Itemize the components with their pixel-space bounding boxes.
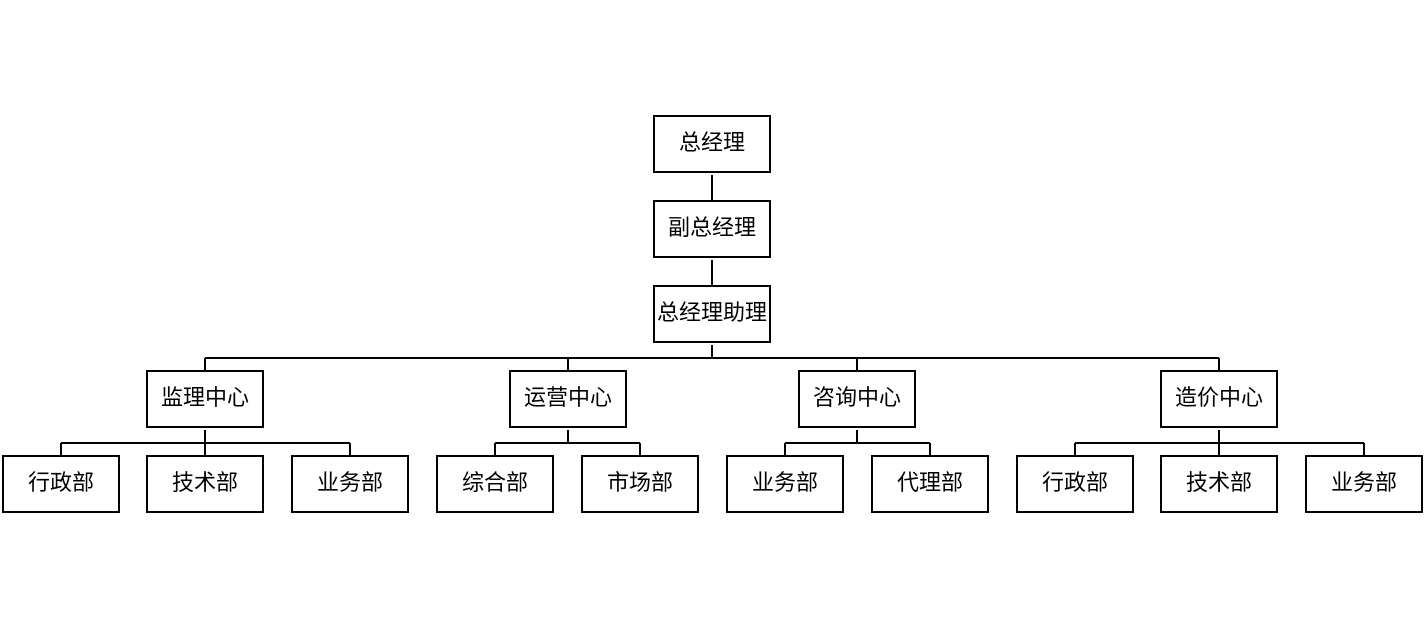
assistant-general-manager-node: 总经理助理 <box>653 285 771 343</box>
department-label: 业务部 <box>751 471 818 496</box>
center-label: 运营中心 <box>523 386 612 411</box>
deputy-general-manager-node: 副总经理 <box>653 200 771 258</box>
department-node: 技术部 <box>1160 455 1278 513</box>
department-node: 行政部 <box>1016 455 1134 513</box>
department-label: 技术部 <box>1185 471 1252 496</box>
general-manager-node: 总经理 <box>653 115 771 173</box>
department-label: 市场部 <box>606 471 673 496</box>
department-label: 行政部 <box>1041 471 1108 496</box>
department-node: 业务部 <box>1305 455 1423 513</box>
department-label: 业务部 <box>1330 471 1397 496</box>
department-label: 综合部 <box>461 471 528 496</box>
center-label: 监理中心 <box>160 386 249 411</box>
department-node: 业务部 <box>726 455 844 513</box>
assistant-general-manager-label: 总经理助理 <box>656 301 767 326</box>
department-label: 代理部 <box>896 471 963 496</box>
deputy-general-manager-label: 副总经理 <box>667 216 756 241</box>
center-label: 造价中心 <box>1174 386 1263 411</box>
department-node: 市场部 <box>581 455 699 513</box>
department-node: 业务部 <box>291 455 409 513</box>
department-node: 综合部 <box>436 455 554 513</box>
center-node-costing: 造价中心 <box>1160 370 1278 428</box>
department-node: 行政部 <box>2 455 120 513</box>
department-label: 业务部 <box>316 471 383 496</box>
center-node-consulting: 咨询中心 <box>798 370 916 428</box>
center-label: 咨询中心 <box>812 386 901 411</box>
general-manager-label: 总经理 <box>678 131 745 156</box>
center-node-supervision: 监理中心 <box>146 370 264 428</box>
department-node: 代理部 <box>871 455 989 513</box>
department-label: 技术部 <box>171 471 238 496</box>
department-node: 技术部 <box>146 455 264 513</box>
center-node-operations: 运营中心 <box>509 370 627 428</box>
department-label: 行政部 <box>27 471 94 496</box>
